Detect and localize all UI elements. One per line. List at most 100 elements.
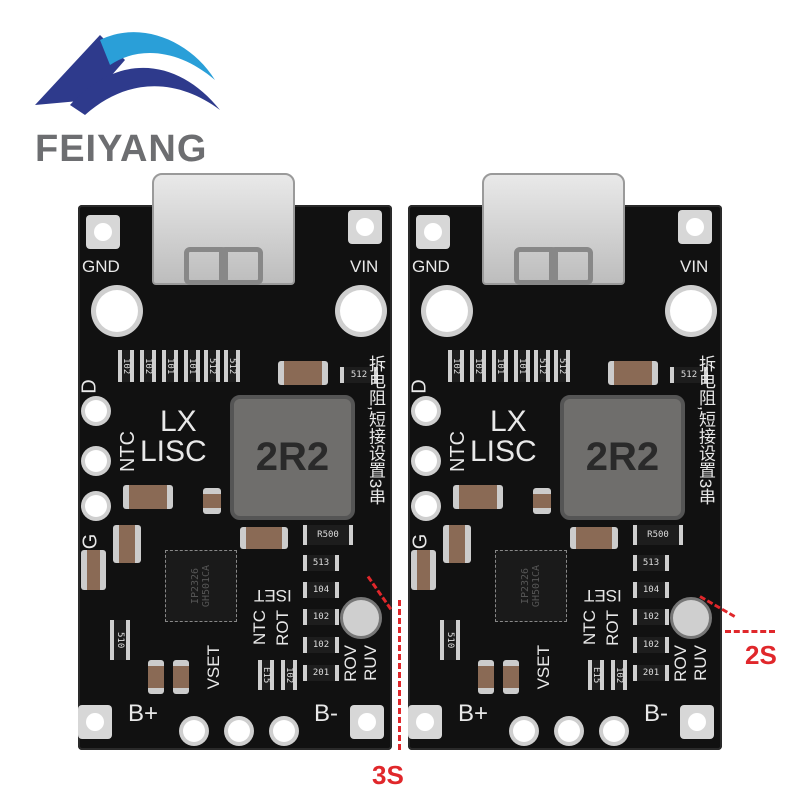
pin-hole bbox=[415, 495, 437, 517]
ntc2-label: NTC bbox=[250, 610, 269, 645]
mount-hole bbox=[340, 290, 382, 332]
lx-label: LX bbox=[490, 405, 527, 438]
capacitor bbox=[81, 550, 106, 590]
resistor: 102 bbox=[633, 609, 669, 625]
usb-c-connector bbox=[482, 173, 625, 285]
d-label: D bbox=[408, 379, 431, 394]
callout-3s: 3S bbox=[372, 760, 404, 790]
resistor: 102 bbox=[303, 609, 339, 625]
resistor: 201 bbox=[303, 665, 339, 681]
pin-hole bbox=[85, 495, 107, 517]
ic-chip: IP2326 GH501CA bbox=[165, 550, 237, 622]
capacitor bbox=[478, 660, 494, 694]
vin-label: VIN bbox=[350, 257, 379, 276]
pin-hole bbox=[415, 400, 437, 422]
mount-pad bbox=[86, 215, 120, 249]
capacitor bbox=[123, 485, 173, 509]
resistor: 201 bbox=[633, 665, 669, 681]
pin-hole bbox=[183, 720, 205, 742]
inductor: 2R2 bbox=[230, 395, 355, 520]
resistor: 512 bbox=[224, 350, 240, 382]
bplus-label: B+ bbox=[128, 700, 159, 727]
note-label: 拆电阻,短接设置3串 bbox=[696, 355, 715, 506]
resistor: 513 bbox=[633, 555, 669, 571]
mount-pad bbox=[416, 215, 450, 249]
capacitor bbox=[533, 488, 551, 514]
resistor: 512 bbox=[534, 350, 550, 382]
resistor: 101 bbox=[514, 350, 530, 382]
mount-pad bbox=[678, 210, 712, 244]
pin-hole bbox=[603, 720, 625, 742]
callout-2s: 2S bbox=[745, 640, 777, 670]
callout-line-3s bbox=[398, 600, 401, 750]
g-label: G bbox=[409, 533, 432, 550]
capacitor bbox=[240, 527, 288, 549]
d-label: D bbox=[78, 379, 101, 394]
pin-hole bbox=[85, 400, 107, 422]
resistor: 102 bbox=[448, 350, 464, 382]
capacitor bbox=[503, 660, 519, 694]
resistor: 102 bbox=[633, 637, 669, 653]
resistor: 512 bbox=[670, 367, 708, 383]
usb-c-connector bbox=[152, 173, 295, 285]
adjust-potentiometer[interactable] bbox=[670, 597, 712, 639]
lx-label: LX bbox=[160, 405, 197, 438]
resistor: 101 bbox=[162, 350, 178, 382]
mount-hole bbox=[426, 290, 468, 332]
note-label: 拆电阻,短接设置3串 bbox=[366, 355, 385, 506]
pin-hole bbox=[228, 720, 250, 742]
g-label: G bbox=[79, 533, 102, 550]
pin-hole bbox=[513, 720, 535, 742]
bplus-label: B+ bbox=[458, 700, 489, 727]
capacitor bbox=[443, 525, 471, 563]
rot-label: ROT bbox=[603, 610, 622, 646]
bminus-label: B- bbox=[314, 700, 338, 727]
resistor: 104 bbox=[303, 582, 339, 598]
resistor: E15 bbox=[588, 660, 604, 690]
vset-label: VSET bbox=[534, 645, 553, 690]
pin-hole bbox=[85, 450, 107, 472]
iset-label: ISET bbox=[254, 586, 292, 605]
resistor: 512 bbox=[340, 367, 378, 383]
gnd-label: GND bbox=[412, 257, 450, 276]
pin-hole bbox=[273, 720, 295, 742]
resistor: 102 bbox=[470, 350, 486, 382]
mount-hole bbox=[96, 290, 138, 332]
resistor: 102 bbox=[281, 660, 297, 690]
capacitor bbox=[203, 488, 221, 514]
adjust-potentiometer[interactable] bbox=[340, 597, 382, 639]
mount-pad bbox=[350, 705, 384, 739]
resistor: 102 bbox=[118, 350, 134, 382]
pin-hole bbox=[558, 720, 580, 742]
ntc-label: NTC bbox=[447, 430, 470, 473]
ic-chip: IP2326 GH501CA bbox=[495, 550, 567, 622]
ntc-label: NTC bbox=[117, 430, 140, 473]
gnd-label: GND bbox=[82, 257, 120, 276]
feiyang-logo-wings bbox=[35, 32, 220, 115]
resistor: 102 bbox=[303, 637, 339, 653]
lisc-label: LISC bbox=[140, 435, 207, 468]
resistor: 510 bbox=[440, 620, 460, 660]
bminus-label: B- bbox=[644, 700, 668, 727]
resistor: 512 bbox=[204, 350, 220, 382]
capacitor bbox=[113, 525, 141, 563]
mount-pad bbox=[78, 705, 112, 739]
inductor: 2R2 bbox=[560, 395, 685, 520]
pin-hole bbox=[415, 450, 437, 472]
resistor: 512 bbox=[554, 350, 570, 382]
mount-hole bbox=[670, 290, 712, 332]
capacitor bbox=[608, 361, 658, 385]
resistor: 102 bbox=[611, 660, 627, 690]
capacitor bbox=[173, 660, 189, 694]
rov-label: ROV bbox=[671, 645, 690, 682]
mount-pad bbox=[348, 210, 382, 244]
resistor: 104 bbox=[633, 582, 669, 598]
capacitor bbox=[148, 660, 164, 694]
resistor: 101 bbox=[184, 350, 200, 382]
resistor: 101 bbox=[492, 350, 508, 382]
lisc-label: LISC bbox=[470, 435, 537, 468]
mount-pad bbox=[680, 705, 714, 739]
rov-label: ROV bbox=[341, 645, 360, 682]
